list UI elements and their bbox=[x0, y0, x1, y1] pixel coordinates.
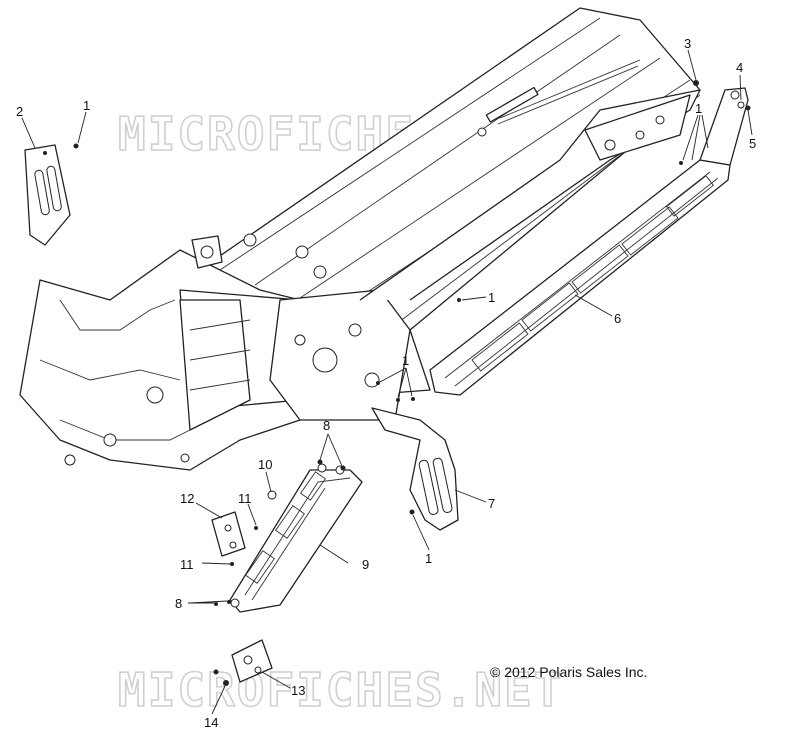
callout-11a: 11 bbox=[238, 491, 252, 506]
callout-8a: 8 bbox=[323, 418, 330, 433]
copyright-notice: © 2012 Polaris Sales Inc. bbox=[490, 664, 647, 680]
callout-3: 3 bbox=[684, 36, 691, 51]
front-chassis bbox=[19, 235, 411, 471]
watermark-bottom: MICROFICHES.NET bbox=[118, 663, 563, 717]
callout-1d: 1 bbox=[402, 353, 409, 368]
callout-6: 6 bbox=[614, 311, 621, 326]
part-9-skid bbox=[229, 463, 363, 613]
fasteners bbox=[73, 80, 751, 686]
part-2-plate bbox=[24, 144, 71, 246]
callout-1b: 1 bbox=[695, 101, 702, 116]
callout-1a: 1 bbox=[83, 98, 90, 113]
callout-11b: 11 bbox=[180, 557, 194, 572]
callout-12: 12 bbox=[180, 491, 194, 506]
part-12-bracket bbox=[211, 511, 246, 557]
part-7-plate bbox=[371, 407, 459, 531]
callout-5: 5 bbox=[749, 136, 756, 151]
part-13-bracket bbox=[231, 639, 273, 683]
callouts: 1 2 3 4 1 5 1 6 1 8 10 12 11 7 1 11 9 8 … bbox=[16, 36, 756, 730]
callout-2: 2 bbox=[16, 104, 23, 119]
side-rail bbox=[359, 89, 701, 301]
callout-10: 10 bbox=[258, 457, 272, 472]
callout-7: 7 bbox=[488, 496, 495, 511]
callout-1c: 1 bbox=[488, 290, 495, 305]
callout-14: 14 bbox=[204, 715, 218, 730]
leader-lines bbox=[21, 49, 753, 715]
callout-9: 9 bbox=[362, 557, 369, 572]
callout-13: 13 bbox=[291, 683, 305, 698]
callout-4: 4 bbox=[736, 60, 743, 75]
part-6-running-board bbox=[429, 87, 749, 396]
callout-8b: 8 bbox=[175, 596, 182, 611]
callout-1e: 1 bbox=[425, 551, 432, 566]
